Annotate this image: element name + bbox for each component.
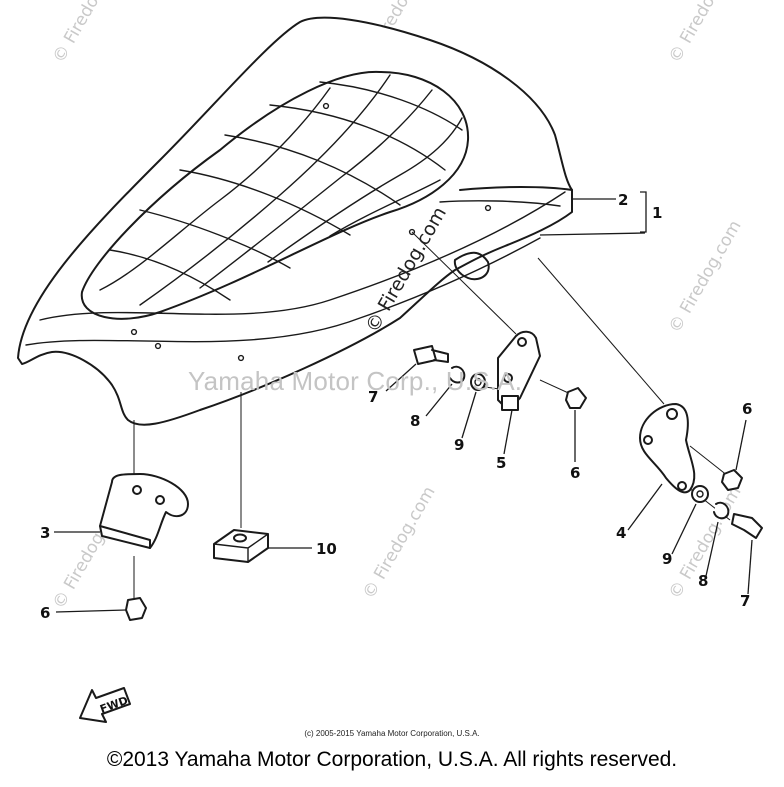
assembly-lines [133,231,731,598]
seat-quilt-pattern [80,70,470,320]
bracket-nut [501,395,519,411]
callout-9: 9 [454,436,464,454]
bracket-hole [155,495,165,505]
seat-assembly [17,16,573,426]
watermark-text: © Firedog.com [359,483,440,602]
copyright-small: (c) 2005-2015 Yamaha Motor Corporation, … [304,729,480,738]
bracket-hole [132,485,142,495]
screw-6 [125,597,147,621]
bracket-hole [503,373,513,383]
bolt-7 [731,513,763,539]
seat-rivet [408,228,416,236]
bracket-hole [666,408,678,420]
fwd-arrow: FWD [79,687,131,723]
bracket-3 [99,473,189,549]
callout-6: 6 [40,604,50,622]
callout-2: 2 [618,191,628,209]
seat-rim [39,191,566,321]
watermark-text: © Firedog.com [665,0,746,67]
callout-8: 8 [410,412,420,430]
seat-rivet [237,354,245,362]
clip-nut-10 [213,529,269,563]
washer-9 [691,485,709,503]
callout-5: 5 [496,454,506,472]
callout-6: 6 [570,464,580,482]
nut-6 [721,469,743,491]
seat-body [17,16,573,426]
callout-6: 6 [742,400,752,418]
bracket-5-group [413,330,587,411]
callout-9: 9 [662,550,672,568]
watermark-text: © Firedog.com [665,217,746,336]
washer-8 [713,501,730,520]
washer-8 [449,365,466,384]
bracket-4-group [639,403,763,539]
seat-rear-hump [453,186,573,281]
washer-9 [470,373,486,391]
bracket-3-group [99,473,189,621]
seat-rivet [130,328,138,336]
callout-7: 7 [368,388,378,406]
callout-7: 7 [740,592,750,610]
bracket-hole [643,435,653,445]
copyright-main: ©2013 Yamaha Motor Corporation, U.S.A. A… [106,748,678,771]
nut-6 [565,387,587,409]
seat-rivet [154,342,162,350]
callout-labels: 2 1 7 8 9 5 6 6 4 9 8 7 3 10 6 [40,191,752,622]
bolt-7 [413,345,449,365]
callout-10: 10 [316,540,337,558]
seat-tail-edge [439,200,561,207]
watermark-text: © Firedog.com [49,0,130,67]
callout-3: 3 [40,524,50,542]
seat-rivet [484,204,492,212]
bracket-hole [517,337,527,347]
callout-1: 1 [652,204,662,222]
callout-4: 4 [616,524,626,542]
seat-rim-lower [25,237,541,346]
seat-rivet [322,102,330,110]
bracket-hole [677,481,687,491]
maker-watermark: Yamaha Motor Corp., U.S.A. [188,366,523,396]
callout-8: 8 [698,572,708,590]
callout-leaders [54,191,753,613]
bracket-4 [639,403,696,494]
